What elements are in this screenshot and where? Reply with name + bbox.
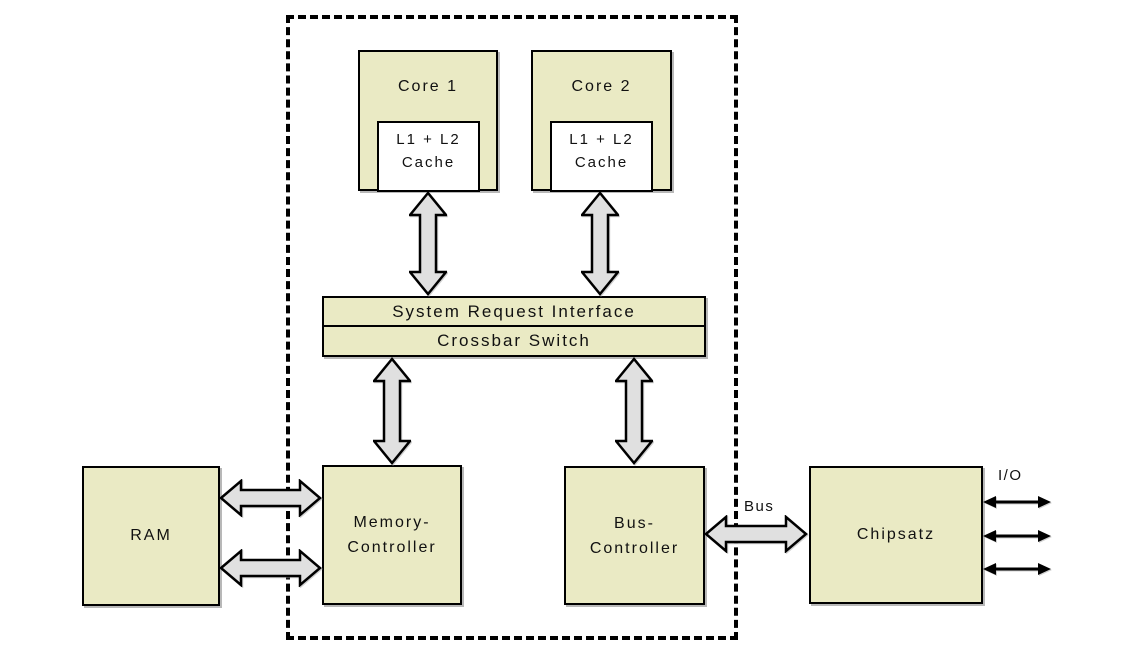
arrow-chipset-io-2 — [982, 528, 1052, 544]
arrow-core2-cache-to-sri — [581, 191, 619, 296]
system-request-interface-label: System Request Interface — [392, 302, 636, 321]
arrow-ram-memory-controller-lower — [219, 549, 322, 587]
cpu-die-boundary — [286, 15, 738, 640]
core1-cache-line1: L1 + L2 — [396, 130, 461, 148]
node-system-request-interface: System Request Interface — [322, 296, 706, 328]
memory-controller-line1: Memory- — [353, 514, 431, 531]
node-core2-cache: L1 + L2 Cache — [550, 120, 653, 192]
bus-controller-line1: Bus- — [614, 514, 655, 532]
io-label: I/O — [998, 467, 1023, 484]
crossbar-switch-label: Crossbar Switch — [437, 331, 591, 350]
node-memory-controller: Memory- Controller — [322, 465, 462, 605]
arrow-chipset-io-3 — [982, 561, 1052, 577]
node-core2: Core 2 L1 + L2 Cache — [531, 50, 672, 192]
arrow-bus-controller-chipset — [704, 515, 808, 553]
core2-cache-line2: Cache — [574, 153, 629, 171]
core1-label: Core 1 — [397, 78, 459, 95]
node-chipset: Chipsatz — [809, 466, 983, 604]
arrow-ram-memory-controller-upper — [219, 479, 322, 517]
arrow-core1-cache-to-sri — [409, 191, 447, 296]
bus-label: Bus — [744, 498, 775, 515]
core2-label: Core 2 — [571, 78, 632, 95]
core2-cache-line1: L1 + L2 — [569, 130, 634, 148]
bus-controller-line2: Controller — [589, 539, 680, 557]
arrow-crossbar-to-memory-controller — [373, 357, 411, 465]
node-crossbar-switch: Crossbar Switch — [322, 325, 706, 357]
node-core1: Core 1 L1 + L2 Cache — [358, 50, 498, 192]
arrow-chipset-io-1 — [982, 494, 1052, 510]
core1-cache-line2: Cache — [401, 153, 456, 171]
node-bus-controller: Bus- Controller — [564, 466, 705, 605]
node-core1-cache: L1 + L2 Cache — [377, 120, 480, 192]
chipset-label: Chipsatz — [856, 526, 936, 543]
arrow-crossbar-to-bus-controller — [615, 357, 653, 465]
node-ram: RAM — [82, 466, 220, 606]
ram-label: RAM — [130, 527, 172, 544]
memory-controller-line2: Controller — [347, 539, 437, 556]
